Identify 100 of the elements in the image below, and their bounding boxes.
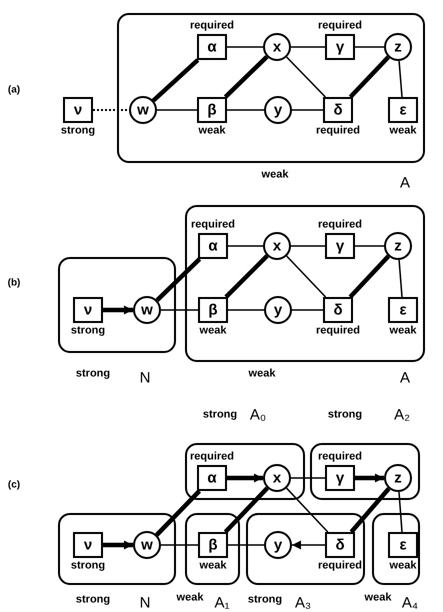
variable-name: ε bbox=[399, 102, 407, 118]
group-name: A₄ bbox=[402, 596, 418, 610]
strength-label: required bbox=[191, 220, 235, 230]
connector-line bbox=[348, 254, 390, 299]
variable-name: ν bbox=[84, 302, 92, 318]
variable-name: γ bbox=[336, 238, 344, 254]
variable-circle bbox=[263, 33, 291, 61]
connector-line bbox=[292, 109, 323, 111]
connector-line bbox=[93, 109, 129, 111]
connector-line bbox=[227, 46, 263, 48]
connector-line bbox=[398, 492, 403, 532]
variable-name: z bbox=[394, 40, 402, 54]
variable-circle bbox=[133, 296, 161, 324]
variable-name: y bbox=[274, 538, 282, 552]
connector-line bbox=[155, 489, 202, 537]
variable-name: δ bbox=[333, 102, 343, 118]
connector-line bbox=[398, 60, 403, 98]
strength-label: weak bbox=[262, 170, 288, 180]
connector-line bbox=[224, 486, 269, 534]
variable-name: x bbox=[272, 238, 282, 254]
variable-name: α bbox=[208, 238, 218, 254]
strength-label: weak bbox=[390, 560, 416, 572]
strength-label: strong bbox=[70, 560, 106, 572]
variable-circle bbox=[263, 232, 291, 260]
variable-name: z bbox=[394, 238, 402, 254]
group-name: A₀ bbox=[250, 408, 266, 422]
strength-label: strong bbox=[202, 410, 238, 420]
arrow bbox=[227, 474, 263, 482]
strength-label: required bbox=[318, 560, 362, 572]
strength-label: required bbox=[318, 220, 362, 230]
arrow bbox=[103, 306, 133, 314]
connector-line bbox=[292, 309, 323, 311]
strength-label: weak bbox=[390, 326, 416, 336]
group-name: A bbox=[400, 176, 410, 190]
connector-line bbox=[398, 260, 403, 298]
strength-label: strong bbox=[76, 594, 110, 606]
variable-name: β bbox=[207, 102, 217, 118]
strength-label: required bbox=[190, 20, 234, 32]
strength-label: strong bbox=[76, 368, 110, 380]
connector-line bbox=[228, 544, 264, 546]
variable-name: ν bbox=[84, 538, 92, 552]
strength-label: required bbox=[316, 326, 360, 336]
group-name: A₃ bbox=[294, 596, 312, 610]
variable-name: ε bbox=[399, 302, 407, 318]
variable-name: δ bbox=[333, 302, 343, 318]
connector-line bbox=[224, 55, 268, 99]
variable-name: x bbox=[272, 40, 282, 54]
group-name: N bbox=[140, 370, 150, 386]
variable-name: γ bbox=[336, 40, 344, 54]
group-name: A₁ bbox=[214, 596, 230, 610]
connector-line bbox=[291, 46, 325, 48]
connector-line bbox=[348, 56, 390, 99]
connector-line bbox=[350, 487, 390, 534]
panel-label: (c) bbox=[8, 480, 20, 490]
variable-name: β bbox=[208, 538, 218, 552]
variable-name: z bbox=[394, 470, 402, 486]
variable-name: γ bbox=[336, 470, 344, 486]
variable-name: ν bbox=[74, 102, 82, 118]
variable-circle bbox=[264, 96, 292, 124]
connector-line bbox=[227, 109, 264, 111]
connector-line bbox=[161, 544, 198, 546]
strength-label: weak bbox=[364, 592, 392, 604]
variable-circle bbox=[264, 531, 292, 559]
strength-label: required bbox=[318, 20, 362, 32]
strength-label: weak bbox=[176, 592, 204, 604]
connector-line bbox=[291, 245, 325, 247]
variable-name: w bbox=[137, 102, 149, 118]
strength-label: required bbox=[318, 452, 362, 462]
variable-name: x bbox=[272, 470, 282, 486]
connector-line bbox=[152, 58, 200, 102]
panel-label: (b) bbox=[8, 278, 20, 288]
arrow bbox=[103, 540, 133, 550]
connector-line bbox=[291, 477, 325, 479]
panel-label: (a) bbox=[8, 84, 20, 96]
variable-circle bbox=[264, 296, 292, 324]
strength-label: strong bbox=[328, 410, 362, 420]
strength-label: strong bbox=[60, 126, 96, 136]
variable-circle bbox=[384, 232, 412, 260]
strength-label: weak bbox=[200, 560, 226, 572]
connector-line bbox=[228, 309, 264, 311]
variable-name: α bbox=[207, 40, 217, 54]
variable-circle bbox=[384, 464, 412, 492]
strength-label: strong bbox=[70, 326, 106, 336]
strength-label: required bbox=[316, 126, 360, 136]
variable-circle bbox=[133, 531, 161, 559]
strength-label: weak bbox=[390, 126, 416, 136]
variable-name: w bbox=[141, 538, 153, 552]
variable-circle bbox=[129, 96, 157, 124]
strength-label: required bbox=[190, 452, 234, 462]
variable-name: β bbox=[208, 302, 218, 318]
connector-line bbox=[286, 56, 326, 98]
variable-name: y bbox=[274, 302, 282, 318]
variable-name: w bbox=[141, 302, 153, 318]
connector-line bbox=[355, 245, 384, 247]
variable-name: δ bbox=[335, 538, 345, 552]
connector-line bbox=[161, 309, 198, 311]
connector-line bbox=[224, 254, 269, 299]
connector-line bbox=[286, 488, 328, 533]
strength-label: weak bbox=[198, 126, 226, 136]
arrow bbox=[355, 474, 384, 482]
